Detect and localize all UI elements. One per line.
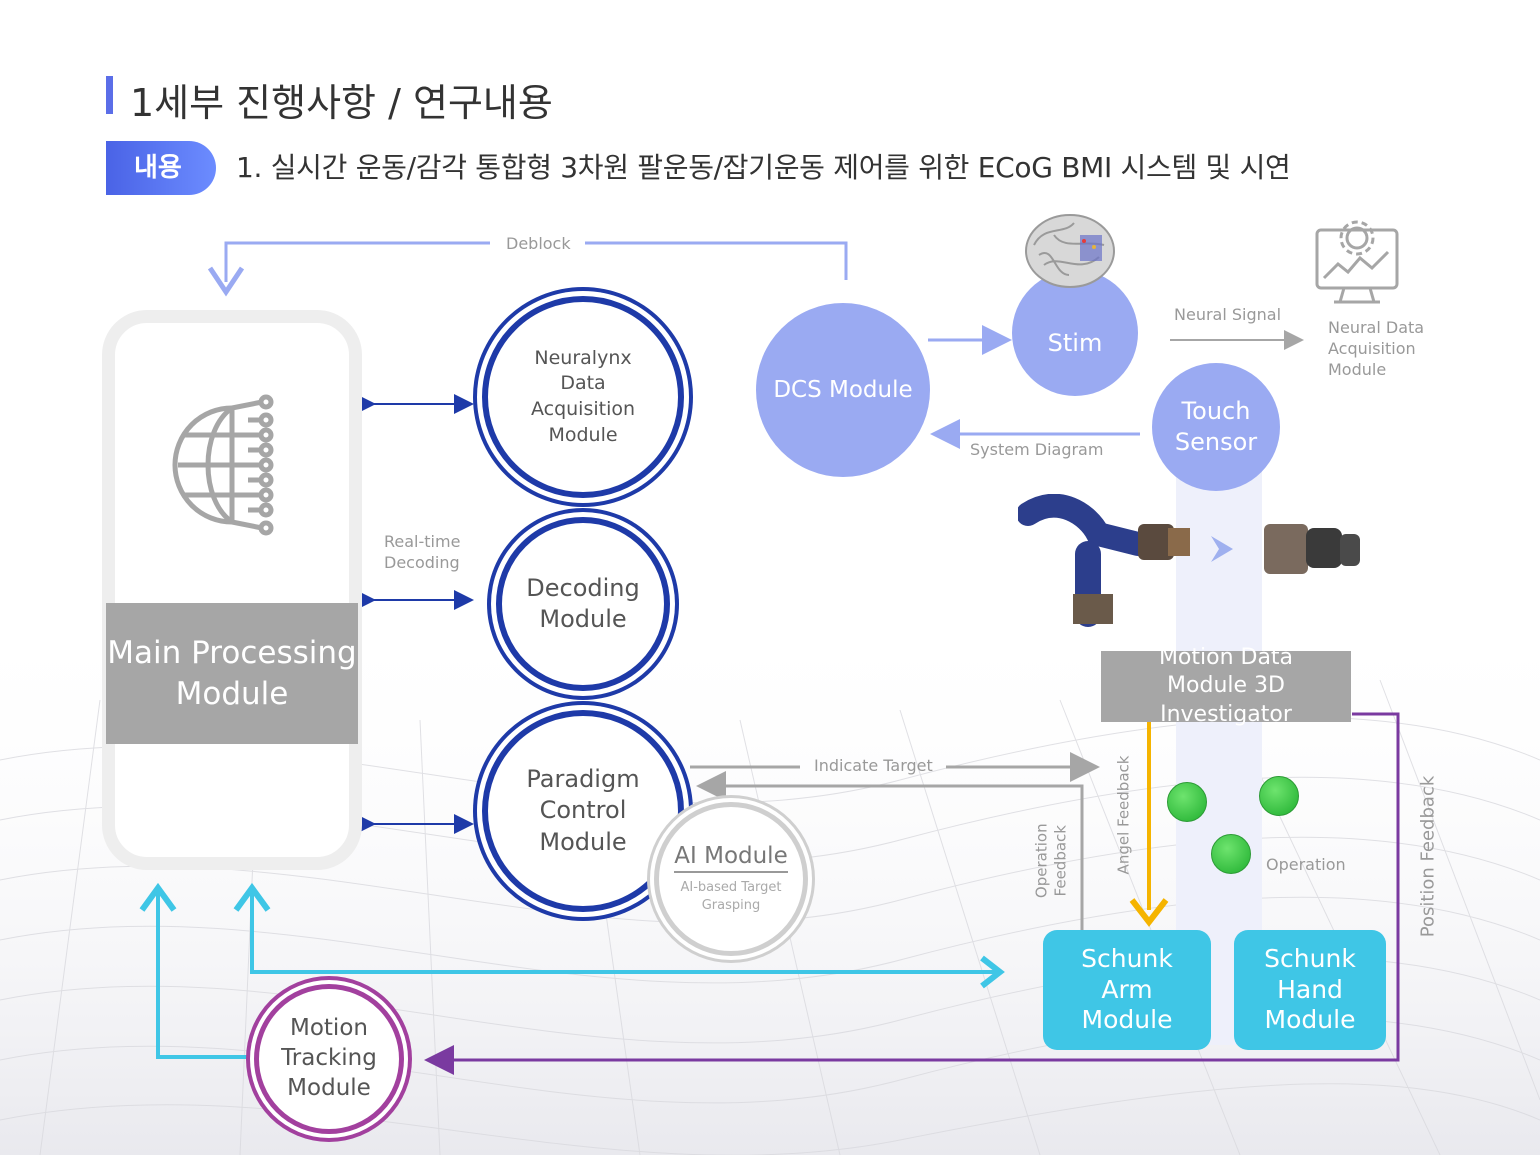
- angel-feedback-label: Angel Feedback: [1114, 755, 1133, 875]
- operation-feedback-label: Operation Feedback: [1032, 823, 1069, 899]
- arrow-main-schunk-uphead: [233, 882, 271, 912]
- stim-label: Stim: [1047, 329, 1103, 357]
- touch-sensor-node: Touch Sensor: [1152, 363, 1280, 491]
- decoding-module: Decoding Module: [496, 517, 670, 691]
- neural-signal-label: Neural Signal: [1174, 305, 1282, 324]
- arrow-position-feedback: [424, 712, 1400, 1075]
- tennis-ball-icon: [1211, 834, 1251, 874]
- schunk-arm-module: Schunk Arm Module: [1043, 930, 1211, 1050]
- arrow-tracking-main-left-head: [139, 882, 177, 912]
- touch-sensor-label: Touch Sensor: [1174, 396, 1258, 456]
- deblock-arrowhead: [207, 266, 245, 297]
- arrow-main-schunk-head: [980, 955, 1005, 989]
- motion-tracking-module: Motion Tracking Module: [254, 984, 404, 1134]
- deblock-line: [224, 241, 848, 282]
- main-processing-module: Main Processing Module: [106, 603, 358, 744]
- paradigm-label: Paradigm Control Module: [526, 765, 640, 856]
- arrow-main-schunk: [250, 892, 1000, 974]
- dcs-label: DCS Module: [773, 377, 913, 403]
- brain-image: [1025, 214, 1115, 288]
- schunk-arm-label: Schunk Arm Module: [1081, 944, 1173, 1035]
- realtime-decoding-label: Real-time Decoding: [384, 532, 461, 572]
- globe-network-icon: [172, 394, 274, 536]
- title-accent-bar: [106, 76, 113, 114]
- schunk-hand-module: Schunk Hand Module: [1234, 930, 1386, 1050]
- dcs-module: DCS Module: [756, 303, 930, 477]
- arrow-tracking-main-left: [156, 892, 248, 1059]
- motion-data-module: Motion Data Module 3D Investigator: [1101, 645, 1351, 727]
- system-diagram-label: System Diagram: [970, 440, 1104, 459]
- page-title: 1세부 진행사항 / 연구내용: [130, 81, 553, 125]
- ai-module-sublabel: AI-based Target Grasping: [680, 880, 782, 913]
- deblock-label: Deblock: [506, 234, 571, 253]
- monitor-gear-icon: [1315, 220, 1399, 304]
- motion-data-label: Motion Data Module 3D Investigator: [1158, 644, 1294, 727]
- operation-label: Operation: [1266, 855, 1346, 874]
- tennis-ball-icon: [1167, 782, 1207, 822]
- content-badge: 내용: [106, 141, 216, 195]
- robot-arm-image: [1018, 494, 1190, 627]
- stim-node: Stim: [1012, 270, 1138, 396]
- angel-arrowhead: [1129, 898, 1169, 927]
- decoding-label: Decoding Module: [526, 573, 640, 633]
- main-processing-panel: [102, 310, 362, 870]
- position-feedback-label: Position Feedback: [1417, 775, 1439, 938]
- neuralynx-label: Neuralynx Data Acquisition Module: [530, 346, 636, 446]
- page-subtitle: 1. 실시간 운동/감각 통합형 3차원 팔운동/잡기운동 제어를 위한 ECo…: [236, 151, 1291, 184]
- indicate-target-label: Indicate Target: [814, 756, 933, 775]
- ai-module: AI Module AI-based Target Grasping: [654, 802, 808, 956]
- motion-tracking-label: Motion Tracking Module: [281, 1015, 377, 1101]
- paradigm-module: Paradigm Control Module: [482, 710, 684, 912]
- neural-data-acq-label: Neural Data Acquisition Module: [1328, 318, 1425, 379]
- schunk-hand-label: Schunk Hand Module: [1264, 944, 1356, 1035]
- robot-hand-image: [1264, 524, 1360, 574]
- ai-module-label: AI Module: [674, 843, 788, 874]
- chevron-right-icon: [1211, 536, 1233, 562]
- neuralynx-module: Neuralynx Data Acquisition Module: [482, 296, 684, 498]
- arrow-operation-feedback: [696, 771, 1084, 930]
- tennis-ball-icon: [1259, 776, 1299, 816]
